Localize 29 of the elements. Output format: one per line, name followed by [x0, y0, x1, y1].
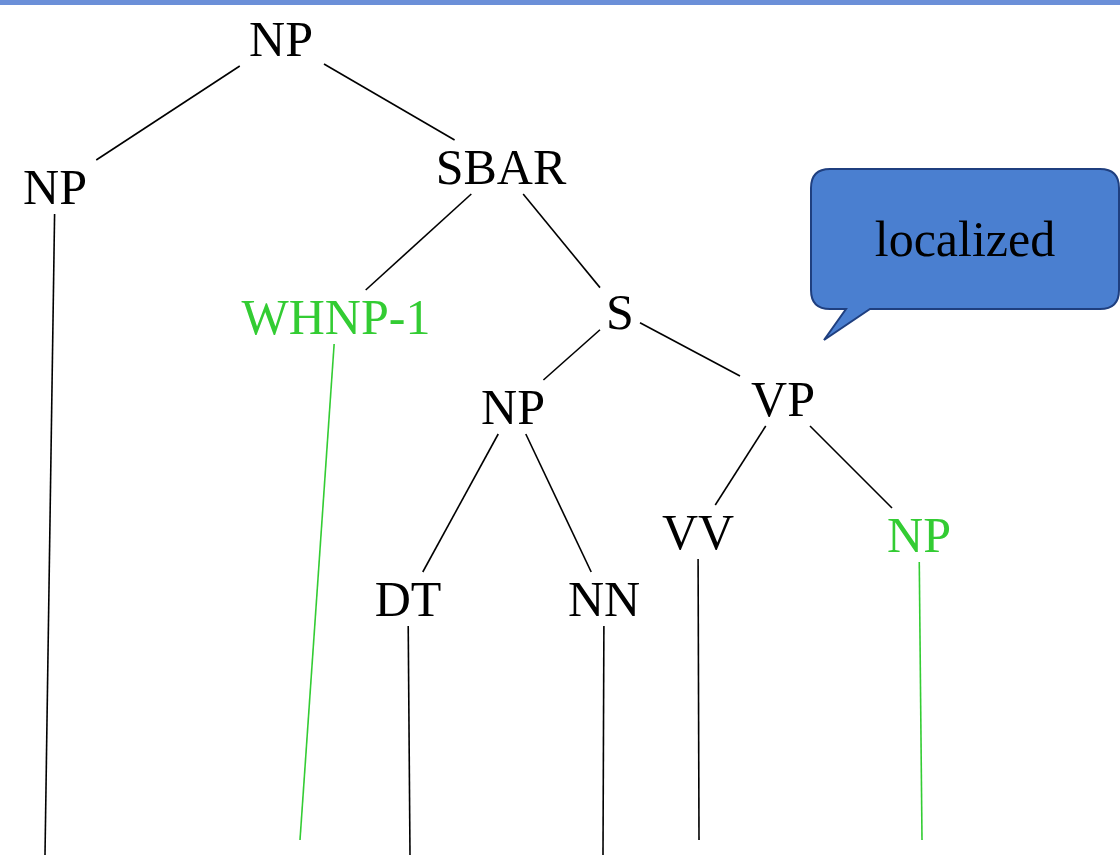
tree-branch-line — [602, 625, 605, 855]
tree-node-label: DT — [366, 572, 450, 626]
tree-branch-line — [809, 425, 893, 509]
tree-branch-line — [697, 558, 700, 841]
tree-node-label: VP — [740, 372, 826, 426]
callout-text: localized — [873, 212, 1057, 266]
tree-branch-line — [421, 433, 500, 573]
tree-branch-line — [299, 343, 335, 841]
tree-node-label: SBAR — [418, 140, 584, 194]
tree-branch-line — [918, 561, 923, 841]
tree-node-label: S — [600, 285, 640, 339]
tree-branch-line — [522, 193, 601, 289]
tree-branch-line — [44, 213, 56, 855]
tree-node-label: NP — [876, 508, 962, 562]
tree-node-label: NN — [556, 572, 652, 626]
tree-branch-line — [542, 328, 601, 381]
tree-branch-line — [714, 425, 767, 506]
tree-node-label: NP — [238, 12, 324, 66]
tree-branch-line — [525, 433, 592, 573]
tree-branch-line — [95, 65, 241, 161]
tree-node-label: VV — [652, 505, 744, 559]
tree-node-label: NP — [12, 160, 98, 214]
tree-branch-line — [364, 193, 473, 291]
tree-branch-line — [407, 625, 411, 855]
tree-branch-line — [639, 321, 741, 377]
tree-node-label: WHNP-1 — [216, 290, 456, 344]
speech-bubble — [810, 168, 1120, 343]
tree-branch-line — [323, 63, 456, 141]
tree-node-label: NP — [470, 380, 556, 434]
